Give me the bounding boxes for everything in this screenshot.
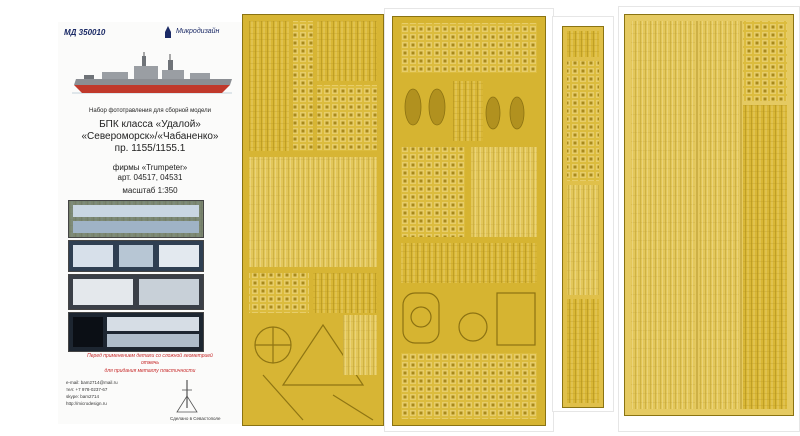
manufacturer: фирмы «Trumpeter»	[112, 163, 188, 172]
brand-name: Микродизайн	[176, 28, 220, 35]
project-number: пр. 1155/1155.1	[114, 143, 186, 154]
article-numbers: арт. 04517, 04531	[117, 173, 183, 182]
contact-phone: тел: +7 978-0237-67	[66, 387, 108, 392]
photo-etched-fret-1	[242, 14, 384, 426]
title-line-2: «Североморск»/«Чабаненко»	[81, 131, 219, 142]
contact-skype: skype: bam2714	[66, 394, 100, 399]
warning-text: Перед применением детали со сложной геом…	[87, 353, 213, 359]
instruction-card: МД 350010 Микродизайн Набор фототравлени…	[58, 22, 243, 424]
fret-thumbnail	[68, 240, 204, 272]
fret-thumbnail	[68, 312, 204, 352]
warning-text: для придания металлу пластичности	[104, 368, 196, 374]
monument-icon	[176, 380, 198, 413]
title-line-1: БПК класса «Удалой»	[99, 119, 201, 130]
photo-etched-fret-3	[562, 26, 604, 408]
fret-thumbnail	[68, 200, 204, 238]
contact-website: http://microdesign.ru	[66, 401, 107, 406]
scale-label: масштаб 1:350	[122, 186, 178, 195]
made-in-label: Сделано в Севастополе	[170, 416, 221, 421]
kremlin-logo-icon	[165, 26, 171, 38]
contact-email: e-mail: bam2714@mail.ru	[66, 380, 118, 385]
warning-text: отжечь	[140, 360, 160, 366]
photo-etched-fret-4	[624, 14, 794, 416]
photo-etched-fret-2	[392, 16, 546, 426]
fret-thumbnail	[68, 274, 204, 310]
ship-icon	[72, 52, 232, 94]
product-code: МД 350010	[64, 28, 106, 37]
kit-subtitle: Набор фототравления для сборной модели	[89, 108, 211, 114]
